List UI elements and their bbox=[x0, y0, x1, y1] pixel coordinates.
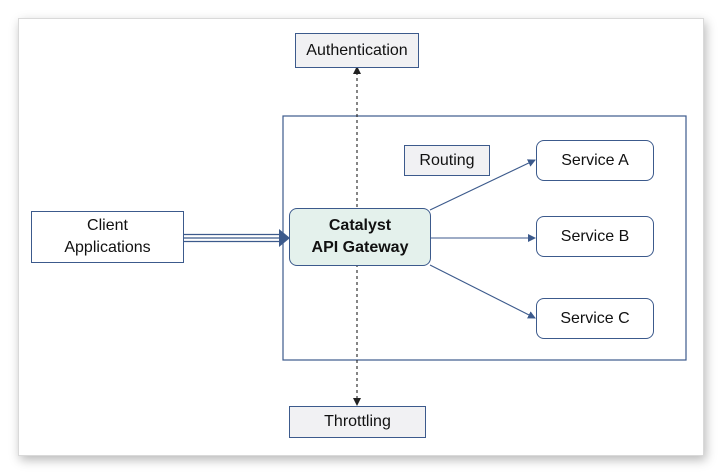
auth-arrowhead bbox=[353, 66, 361, 74]
throttling-label: Throttling bbox=[324, 413, 391, 430]
api-gateway-box: Catalyst API Gateway bbox=[289, 208, 431, 266]
authentication-label: Authentication bbox=[306, 41, 408, 59]
client-label-line1: Client bbox=[87, 217, 128, 234]
client-label-line2: Applications bbox=[64, 239, 151, 256]
throttling-arrowhead bbox=[353, 398, 361, 406]
service-b-box: Service B bbox=[536, 216, 654, 257]
routing-label: Routing bbox=[419, 151, 475, 169]
throttling-box: Throttling bbox=[289, 406, 426, 438]
service-c-box: Service C bbox=[536, 298, 654, 339]
service-a-box: Service A bbox=[536, 140, 654, 181]
service-a-label: Service A bbox=[561, 151, 629, 169]
gateway-label-line2: API Gateway bbox=[311, 239, 409, 256]
gateway-label-line1: Catalyst bbox=[328, 217, 392, 234]
routing-box: Routing bbox=[404, 145, 490, 176]
authentication-box: Authentication bbox=[295, 33, 419, 68]
client-applications-box: Client Applications bbox=[31, 211, 184, 263]
service-c-label: Service C bbox=[560, 309, 630, 327]
service-b-label: Service B bbox=[560, 227, 630, 245]
client-to-gateway-arrow bbox=[183, 229, 290, 247]
route-arrow-service-a bbox=[429, 159, 536, 211]
route-arrow-service-c bbox=[429, 264, 536, 319]
